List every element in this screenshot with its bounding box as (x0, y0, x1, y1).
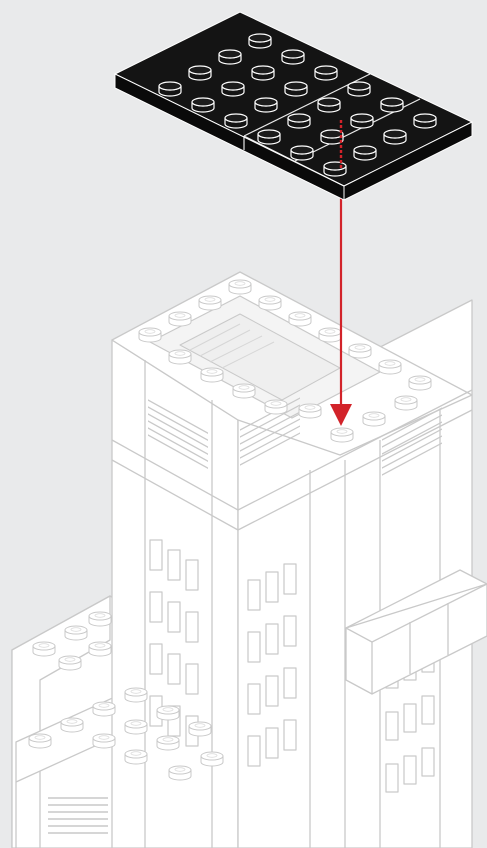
plate-stud (354, 146, 376, 160)
building-model (12, 272, 487, 848)
plate-stud (189, 66, 211, 80)
plate-stud (315, 66, 337, 80)
plate-stud (324, 162, 346, 176)
plate-stud (348, 82, 370, 96)
plate-stud (321, 130, 343, 144)
plate-stud (225, 114, 247, 128)
plate-stud (291, 146, 313, 160)
plate-stud (249, 34, 271, 48)
plate-stud (252, 66, 274, 80)
plate-stud (282, 50, 304, 64)
black-plate-part (115, 12, 472, 200)
plate-stud (219, 50, 241, 64)
plate-stud (159, 82, 181, 96)
plate-stud (192, 98, 214, 112)
plate-stud (288, 114, 310, 128)
plate-stud (384, 130, 406, 144)
plate-stud (381, 98, 403, 112)
plate-stud (222, 82, 244, 96)
plate-stud (255, 98, 277, 112)
plate-stud (414, 114, 436, 128)
plate-stud (351, 114, 373, 128)
plate-stud (285, 82, 307, 96)
plate-stud (318, 98, 340, 112)
plate-stud (258, 130, 280, 144)
